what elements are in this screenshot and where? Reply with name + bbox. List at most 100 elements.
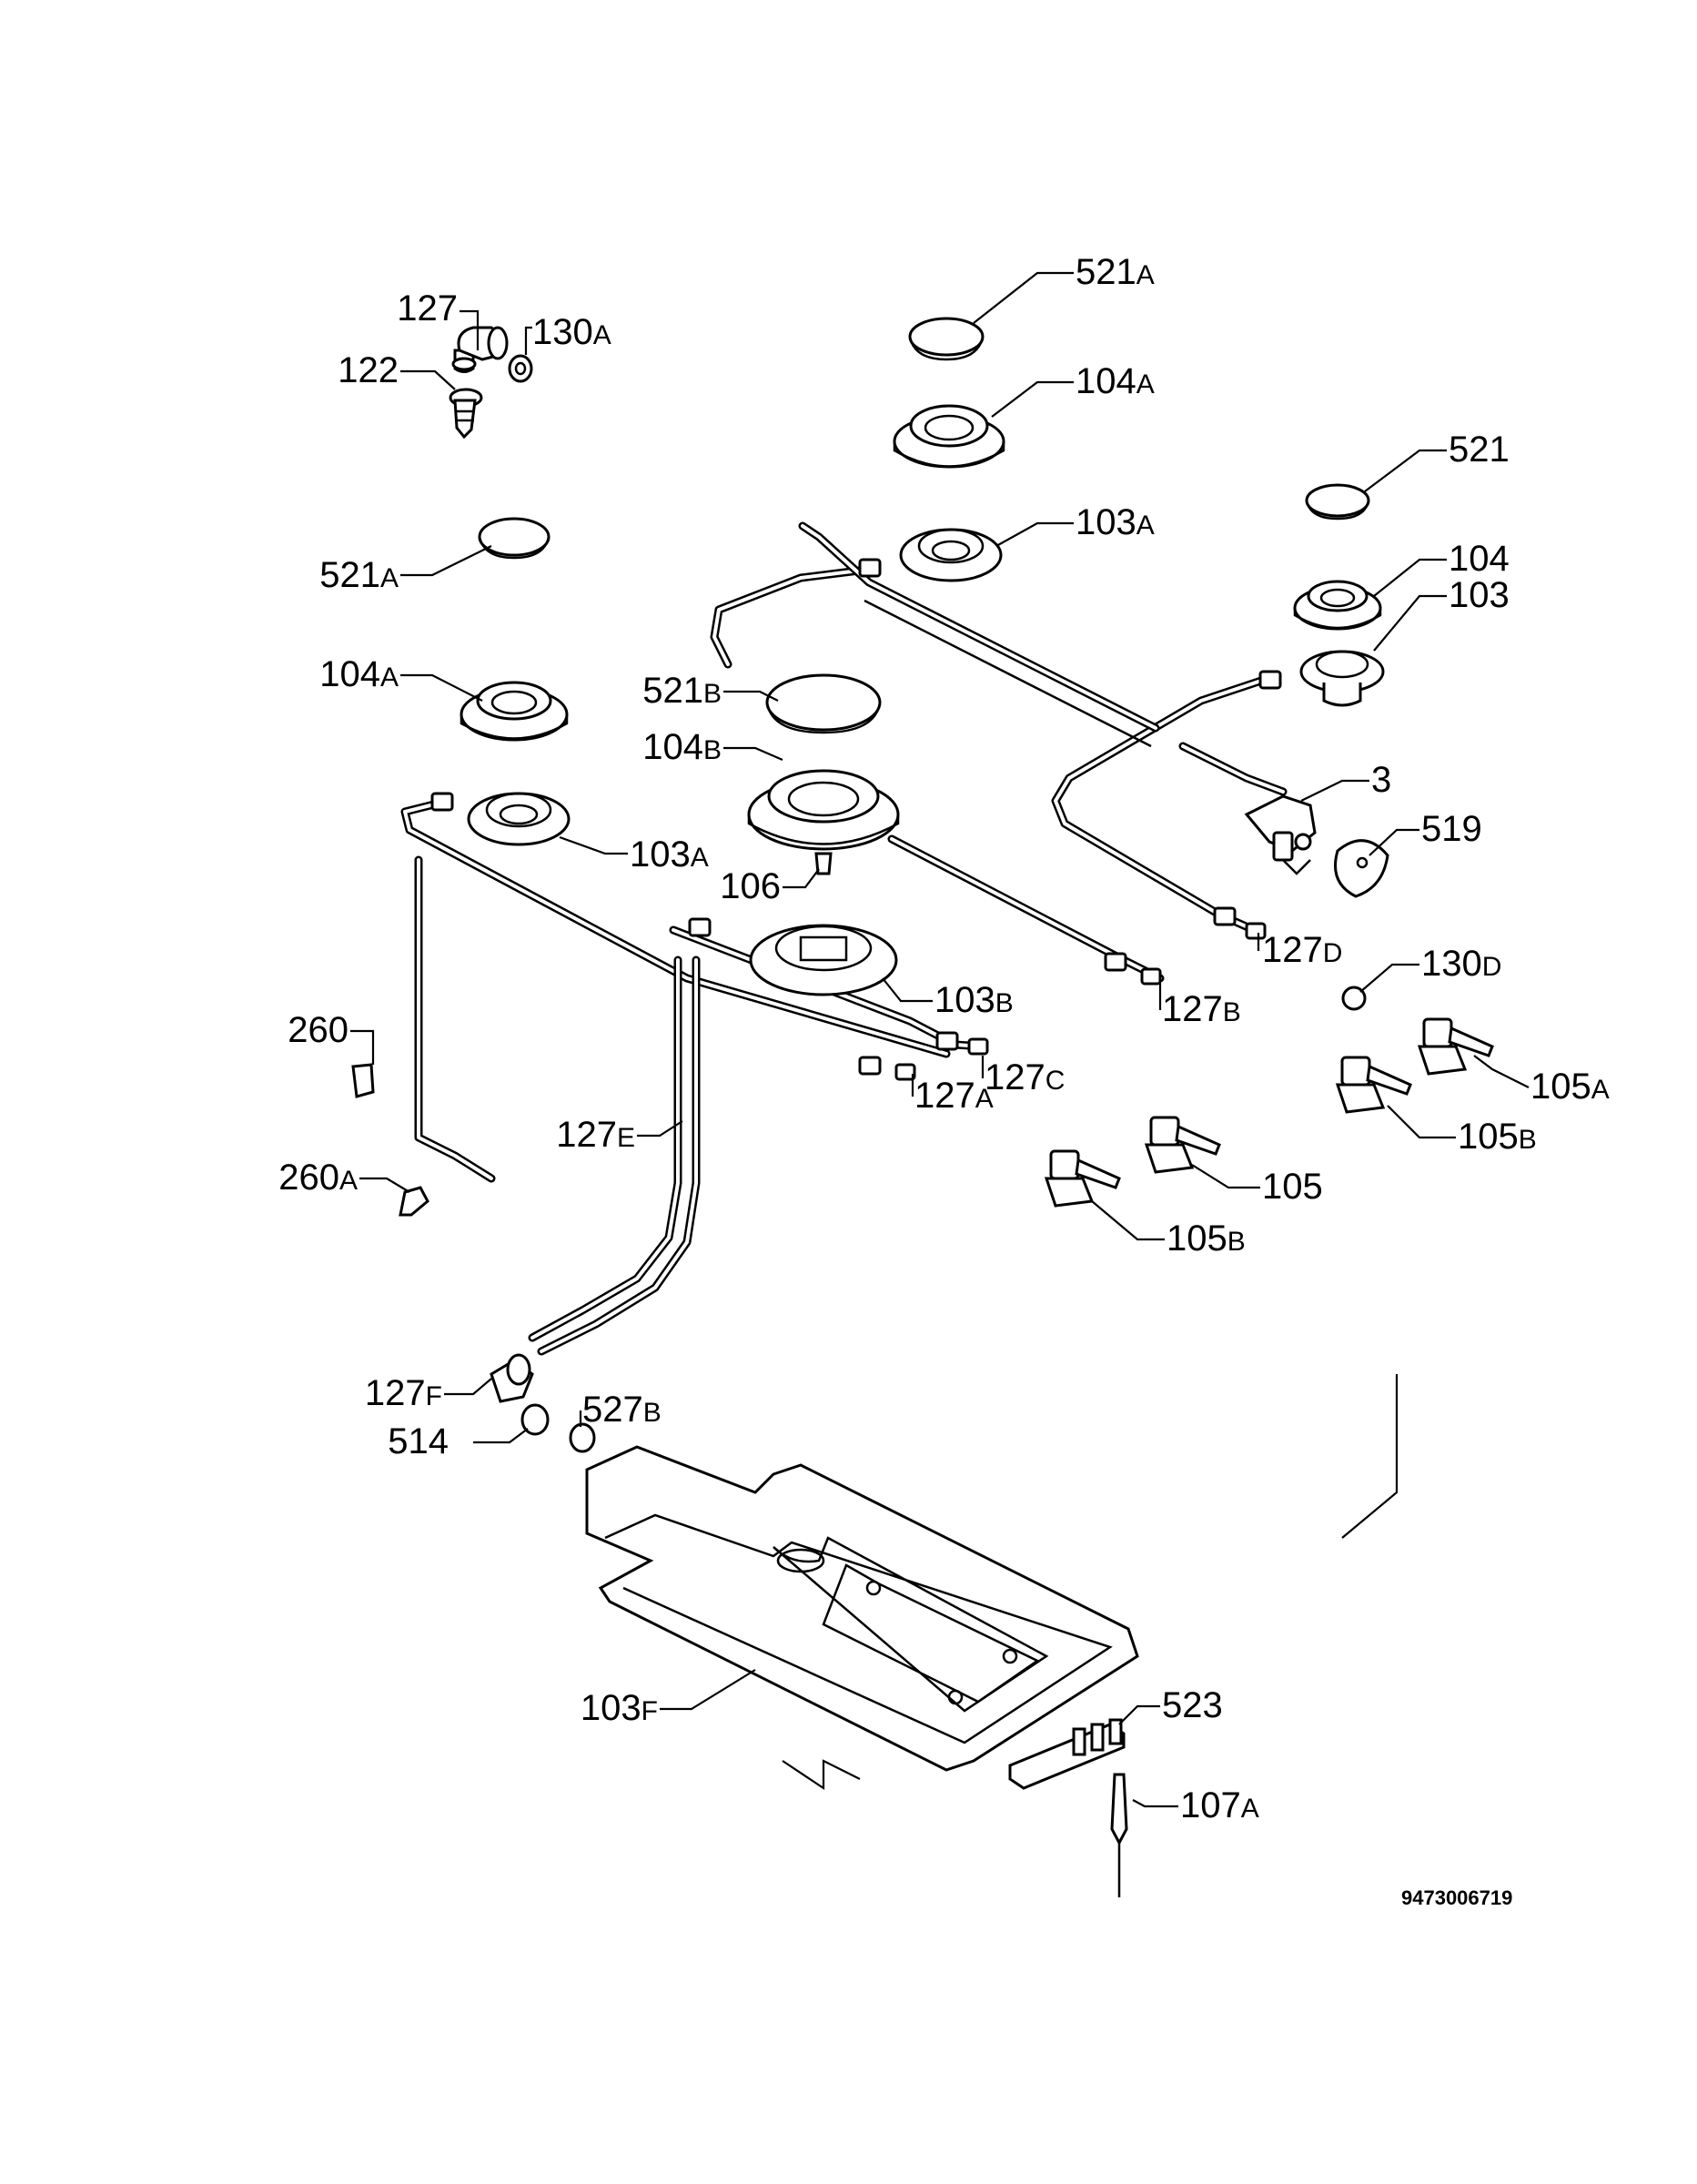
callout-num: 127 bbox=[1162, 989, 1223, 1029]
inlet-elbow-127f bbox=[490, 1353, 534, 1403]
callout-num: 103 bbox=[630, 834, 691, 875]
callout-127c: 127C bbox=[985, 1057, 1065, 1097]
callout-527b: 527B bbox=[582, 1390, 662, 1430]
callout-127-top: 127 bbox=[397, 288, 458, 329]
callout-num: 260 bbox=[288, 1010, 348, 1050]
callout-130a: 130A bbox=[532, 312, 611, 352]
callout-suffix: B bbox=[995, 988, 1014, 1018]
callout-521b: 521B bbox=[642, 671, 722, 711]
callout-num: 104 bbox=[319, 654, 380, 694]
callout-104: 104 bbox=[1449, 539, 1510, 579]
callout-127d: 127D bbox=[1262, 930, 1342, 970]
cap-521a-top bbox=[908, 317, 985, 357]
base-103a-left bbox=[467, 792, 571, 846]
burner-box-103f bbox=[585, 1445, 1139, 1772]
burner-rings bbox=[460, 404, 1382, 851]
pipe-nuts bbox=[430, 558, 1367, 1081]
callout-105: 105 bbox=[1262, 1167, 1323, 1207]
burner-caps bbox=[478, 317, 1370, 734]
callout-suffix: C bbox=[1045, 1066, 1066, 1096]
callout-num: 521 bbox=[1449, 430, 1510, 470]
tap-105b-mid bbox=[1044, 1149, 1121, 1208]
callout-num: 3 bbox=[1371, 760, 1391, 800]
callout-523: 523 bbox=[1162, 1685, 1223, 1725]
callout-num: 514 bbox=[388, 1421, 449, 1461]
callout-130d: 130D bbox=[1421, 944, 1501, 984]
callout-num: 127 bbox=[397, 288, 458, 329]
callout-num: 521 bbox=[319, 555, 380, 595]
callout-103: 103 bbox=[1449, 575, 1510, 615]
callout-num: 105 bbox=[1262, 1167, 1323, 1207]
cap-521a-left bbox=[478, 517, 551, 557]
callout-127a: 127A bbox=[914, 1076, 994, 1116]
callout-num: 127 bbox=[365, 1373, 426, 1413]
leader-lines bbox=[350, 271, 1530, 1808]
callout-suffix: D bbox=[1323, 938, 1343, 968]
seal-130d bbox=[1341, 986, 1367, 1011]
cap-521b bbox=[765, 673, 882, 732]
base-103 bbox=[1299, 650, 1385, 707]
callout-num: 107 bbox=[1180, 1785, 1241, 1825]
nut-527b bbox=[569, 1422, 596, 1453]
injector-106 bbox=[814, 852, 833, 875]
diagram-code: 9473006719 bbox=[1401, 1886, 1512, 1909]
burner-104a-top bbox=[893, 404, 1005, 469]
callout-suffix: A bbox=[593, 320, 611, 350]
tap-105b-right bbox=[1335, 1056, 1412, 1114]
callout-num: 521 bbox=[1076, 252, 1136, 292]
callout-num: 122 bbox=[338, 350, 399, 390]
burner-104b bbox=[747, 769, 900, 851]
callout-suffix: A bbox=[975, 1084, 994, 1114]
callout-106: 106 bbox=[720, 866, 781, 906]
callout-num: 260 bbox=[278, 1158, 339, 1198]
callout-127b: 127B bbox=[1162, 989, 1241, 1029]
callout-suffix: B bbox=[1519, 1125, 1537, 1155]
callout-105a: 105A bbox=[1530, 1067, 1610, 1107]
callout-suffix: A bbox=[1591, 1075, 1610, 1105]
callout-num: 521 bbox=[642, 671, 703, 711]
callout-suffix: A bbox=[1136, 260, 1155, 290]
callout-103a-top: 103A bbox=[1076, 502, 1155, 542]
ignition-block-523 bbox=[1008, 1718, 1126, 1790]
base-103b bbox=[749, 924, 898, 996]
callout-num: 106 bbox=[720, 866, 781, 906]
callout-suffix: F bbox=[426, 1381, 442, 1411]
callout-num: 130 bbox=[1421, 944, 1482, 984]
callout-514: 514 bbox=[388, 1421, 449, 1461]
callout-num: 103 bbox=[1076, 502, 1136, 542]
inlet-fittings bbox=[449, 326, 533, 440]
callout-519: 519 bbox=[1421, 809, 1482, 849]
callout-122: 122 bbox=[338, 350, 399, 390]
nut-514 bbox=[520, 1403, 550, 1436]
callout-104b: 104B bbox=[642, 727, 722, 767]
callout-num: 127 bbox=[985, 1057, 1045, 1097]
callout-suffix: D bbox=[1482, 952, 1502, 982]
callout-num: 127 bbox=[556, 1115, 617, 1155]
callout-num: 130 bbox=[532, 312, 593, 352]
callout-num: 523 bbox=[1162, 1685, 1223, 1725]
callout-num: 127 bbox=[1262, 930, 1323, 970]
clip-260 bbox=[351, 1063, 375, 1098]
callout-104a-top: 104A bbox=[1076, 361, 1155, 401]
callout-103f: 103F bbox=[581, 1688, 658, 1728]
burner-104a-left bbox=[460, 681, 569, 742]
clip-260a bbox=[399, 1186, 429, 1217]
callout-num: 127 bbox=[914, 1076, 975, 1116]
callout-num: 103 bbox=[581, 1688, 641, 1728]
callout-num: 105 bbox=[1458, 1117, 1519, 1157]
callout-103a-left: 103A bbox=[630, 834, 709, 875]
callout-suffix: F bbox=[641, 1696, 658, 1726]
pipe-127d bbox=[1051, 673, 1274, 937]
callout-127e: 127E bbox=[556, 1115, 635, 1155]
callout-suffix: A bbox=[1241, 1794, 1259, 1824]
callout-labels: 127 130A 122 521A 104A 103A 521A 104A 10… bbox=[278, 252, 1610, 1825]
callout-suffix: A bbox=[691, 843, 709, 873]
callout-suffix: B bbox=[703, 679, 722, 709]
callout-127f: 127F bbox=[365, 1373, 442, 1413]
tap-105a bbox=[1417, 1017, 1494, 1076]
base-103a-top bbox=[899, 528, 1003, 582]
callout-num: 103 bbox=[934, 980, 995, 1020]
gas-taps bbox=[1044, 1017, 1494, 1208]
